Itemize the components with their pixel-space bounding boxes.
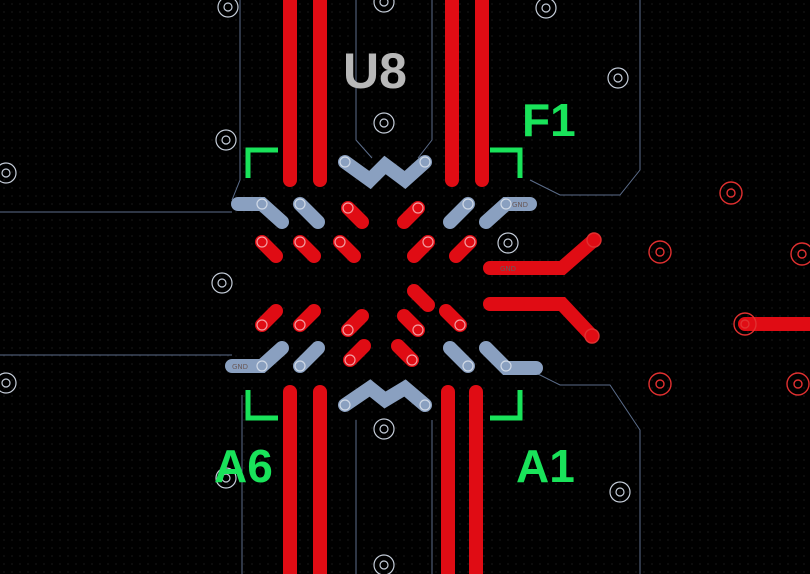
net-labels: GND GND GND [232,201,528,371]
net-label-gnd: GND [512,201,528,209]
net-label-bottom-trace: GND [500,265,516,273]
net-label-gnd-2: GND [232,363,248,371]
pin-label-a1: A1 [516,440,575,492]
silkscreen-outline [245,147,523,421]
pin-label-f1: F1 [522,94,576,146]
top-layer-traces [255,0,810,574]
pin-label-a6: A6 [214,440,273,492]
bottom-layer-traces [225,155,543,412]
signal-vias [584,181,810,396]
stitching-vias [0,0,631,574]
pad-vias [256,156,512,411]
board-outline [0,0,641,574]
refdes-label: U8 [343,43,407,99]
